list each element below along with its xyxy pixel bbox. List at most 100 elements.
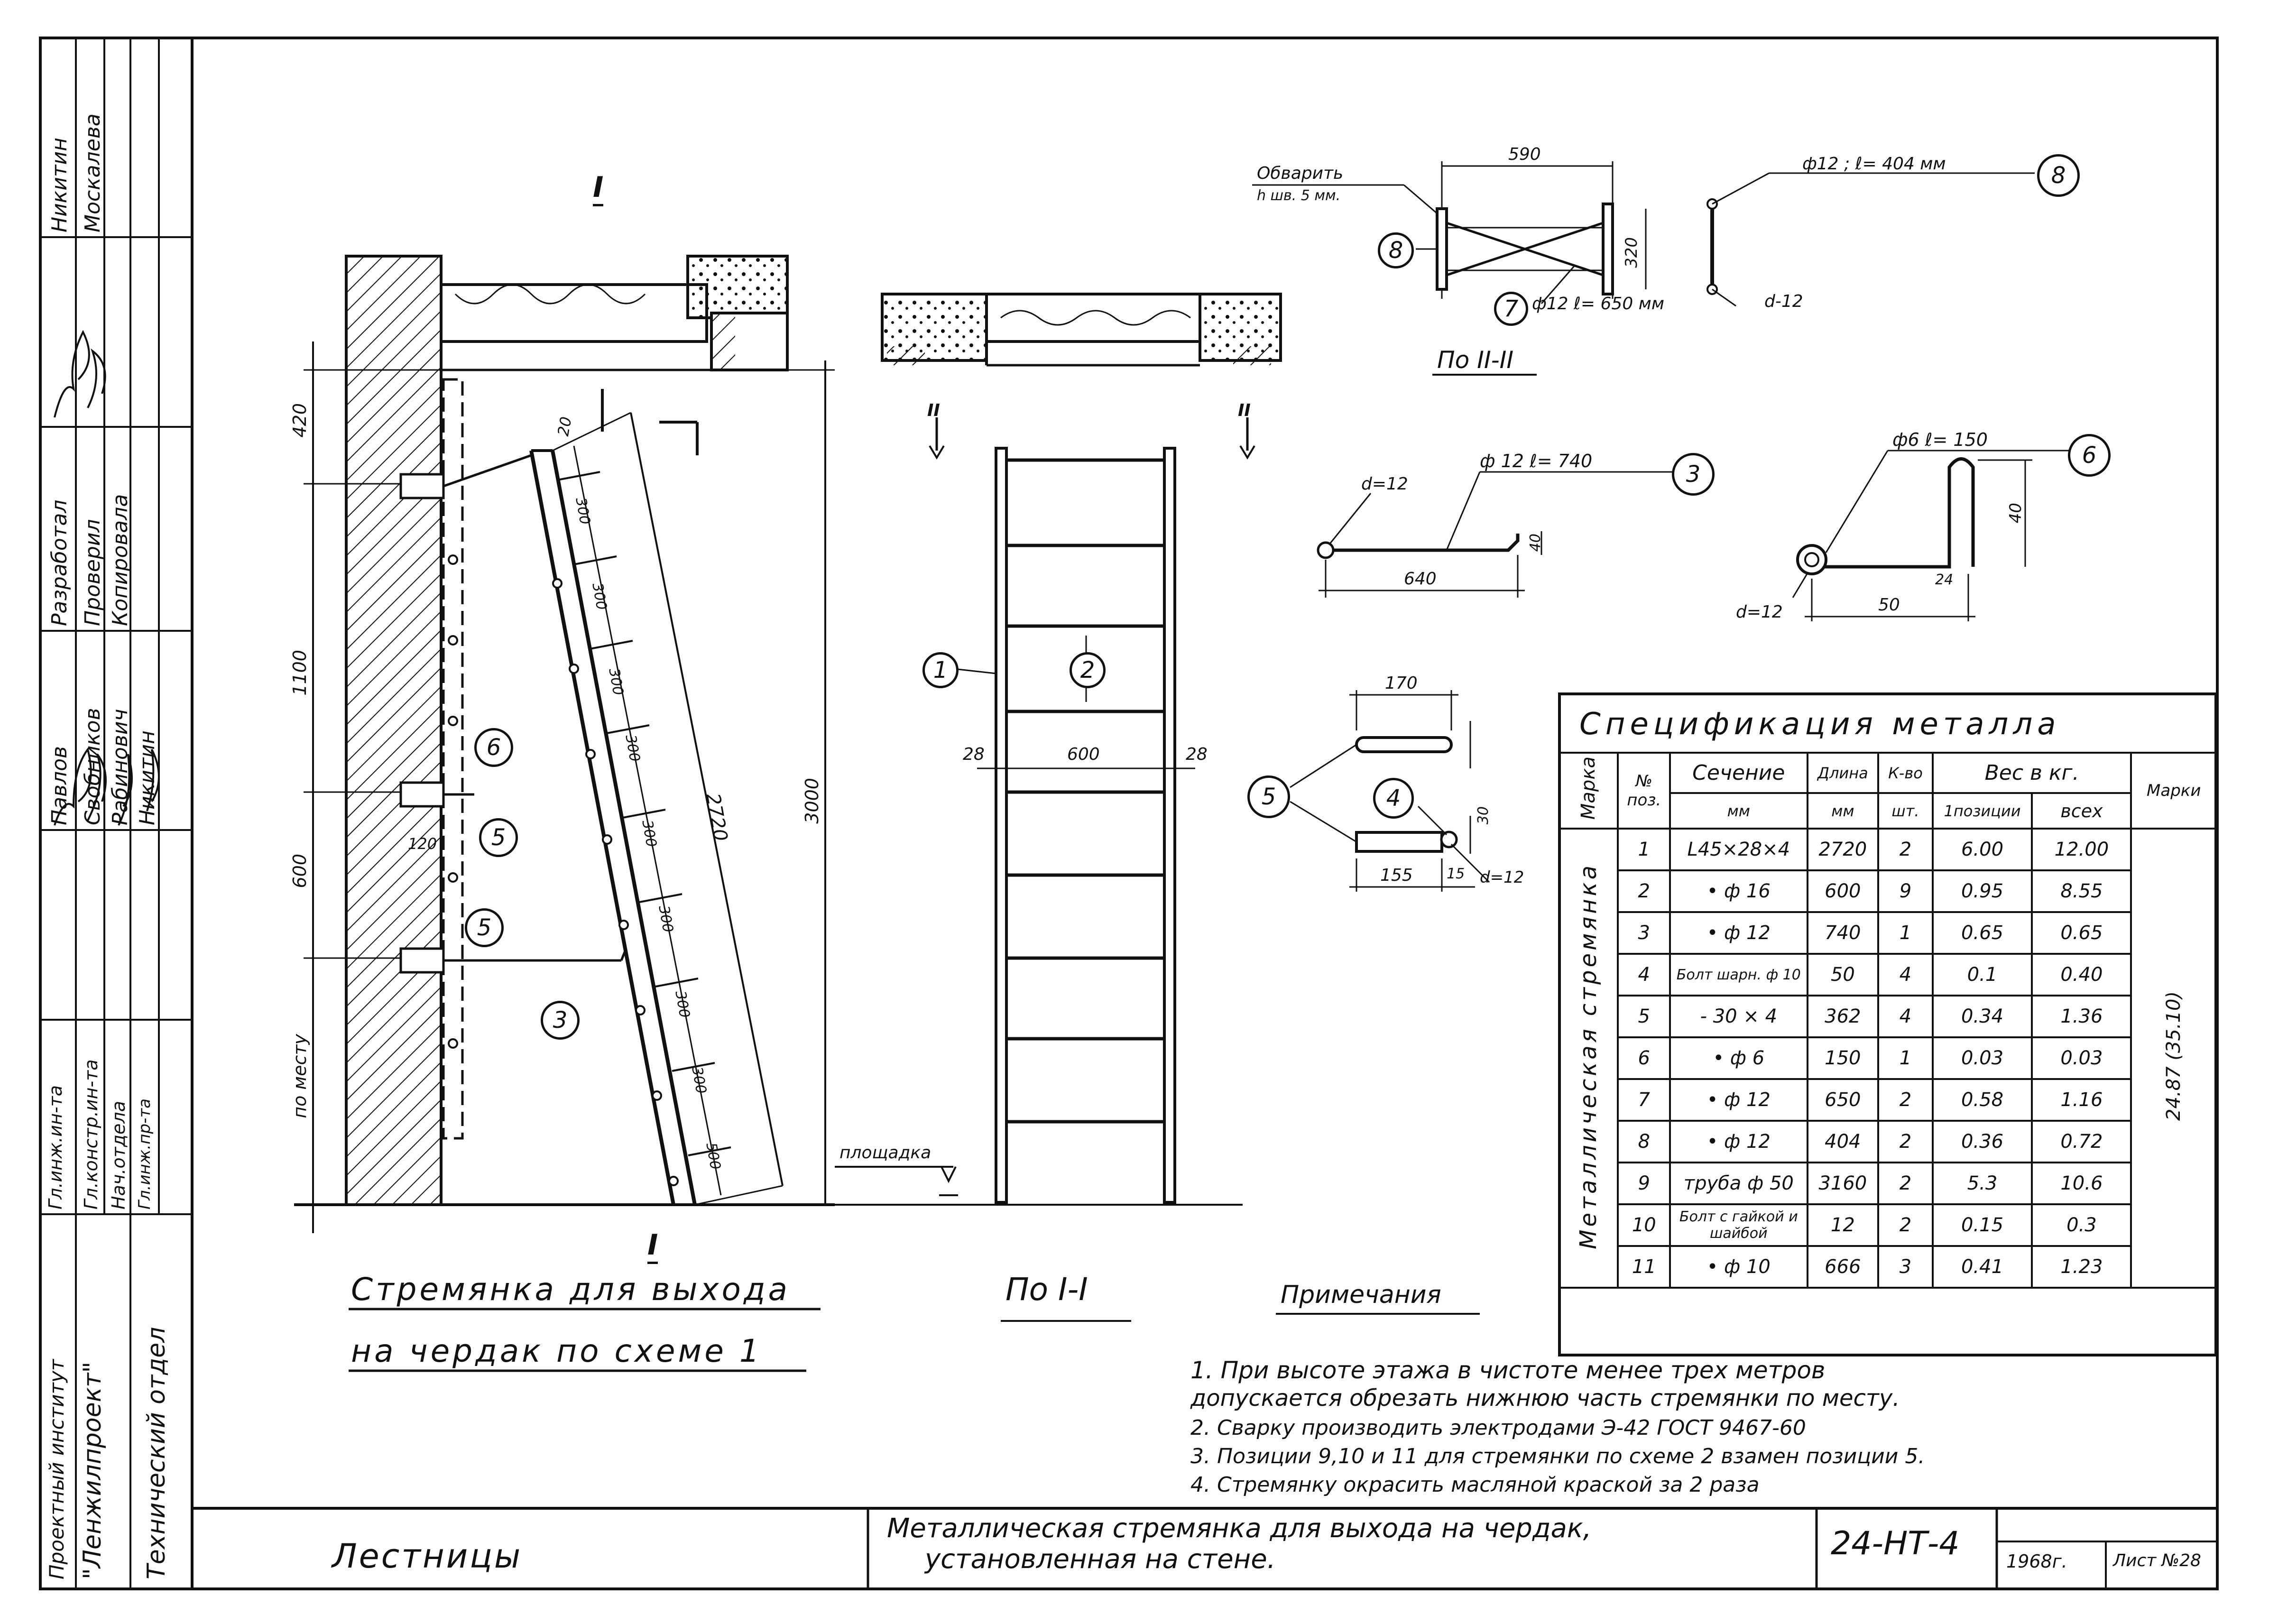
spec-weight-all: 1.16 <box>2031 1078 2132 1122</box>
callout-7: 7 <box>1494 292 1528 326</box>
weld-size-label: h шв. 5 мм. <box>1257 187 1341 204</box>
dim-640: 640 <box>1404 569 1437 589</box>
dim-170: 170 <box>1385 674 1418 693</box>
spec-section: • ф 10 <box>1669 1245 1808 1289</box>
hdr-marki: Марки <box>2130 752 2217 830</box>
spec-weight-one: 0.1 <box>1931 953 2033 997</box>
spec-length: 3160 <box>1806 1162 1880 1205</box>
spec-length: 362 <box>1806 995 1880 1038</box>
spec-weight-one: 0.95 <box>1931 869 2033 913</box>
dim-590: 590 <box>1508 145 1541 164</box>
dim-120: 120 <box>408 835 437 853</box>
left-title-2: на чердак по схеме 1 <box>351 1333 762 1369</box>
titleblock-year: 1968г. <box>2006 1551 2067 1572</box>
hdr-mm2: мм <box>1806 792 1880 830</box>
dim-28-right: 28 <box>1186 745 1208 764</box>
dim-50: 50 <box>1878 595 1900 615</box>
spec-weight-one: 0.36 <box>1931 1120 2033 1163</box>
d12-top: d-12 <box>1764 292 1803 311</box>
spec-length: 650 <box>1806 1078 1880 1122</box>
hdr-1pos: 1позиции <box>1931 792 2033 830</box>
spec-pos: 3 <box>1617 911 1671 955</box>
spec-length: 12 <box>1806 1203 1880 1247</box>
dim-24: 24 <box>1935 572 1954 588</box>
dim-600-middle: 600 <box>1067 745 1100 764</box>
section-mark-bottom: I <box>647 1228 658 1264</box>
dim-15: 15 <box>1447 866 1465 882</box>
hdr-mm: мм <box>1669 792 1808 830</box>
callout-6-left: 6 <box>474 728 513 767</box>
spec-pos: 7 <box>1617 1078 1671 1122</box>
spec-qty: 2 <box>1877 1162 1934 1205</box>
callout-5-left-b: 5 <box>465 908 504 947</box>
spec-pos: 5 <box>1617 995 1671 1038</box>
spec-section: Болт шарн. ф 10 <box>1669 953 1808 997</box>
hdr-kvo: К-во <box>1877 752 1934 794</box>
ploshchadka-label: площадка <box>839 1143 932 1163</box>
hdr-sht: шт. <box>1877 792 1934 830</box>
note-line-5: 4. Стремянку окрасить масляной краской з… <box>1190 1473 1760 1497</box>
callout-3-left: 3 <box>541 1001 580 1040</box>
d12-pos3: d=12 <box>1361 474 1408 494</box>
spec-section: - 30 × 4 <box>1669 995 1808 1038</box>
spec-pos: 9 <box>1617 1162 1671 1205</box>
spec-weight-all: 1.23 <box>2031 1245 2132 1289</box>
spec-weight-one: 0.15 <box>1931 1203 2033 1247</box>
spec-qty: 3 <box>1877 1245 1934 1289</box>
spec-qty: 1 <box>1877 1036 1934 1080</box>
left-title-1: Стремянка для выхода <box>351 1271 790 1308</box>
spec-section: • ф 12 <box>1669 911 1808 955</box>
dim-420: 420 <box>289 403 310 438</box>
spec-weight-all: 0.65 <box>2031 911 2132 955</box>
dim-40-pos3: 40 <box>1527 534 1544 552</box>
dim-3000: 3000 <box>802 778 822 824</box>
hdr-ves: Вес в кг. <box>1931 752 2132 794</box>
spec-weight-all: 0.40 <box>2031 953 2132 997</box>
spec-weight-all: 10.6 <box>2031 1162 2132 1205</box>
spec-qty: 1 <box>1877 911 1934 955</box>
middle-caption: По I-I <box>1005 1271 1088 1308</box>
spec-length: 666 <box>1806 1245 1880 1289</box>
top-caption: По II-II <box>1437 346 1514 374</box>
stamp-name2-1: Никитин <box>47 138 72 232</box>
spec-section: • ф 12 <box>1669 1078 1808 1122</box>
stamp-dept: Технический отдел <box>142 1327 171 1579</box>
spec-pos: 8 <box>1617 1120 1671 1163</box>
titleblock-desc-1: Металлическая стремянка для выхода на че… <box>887 1513 1592 1544</box>
spec-weight-one: 0.03 <box>1931 1036 2033 1080</box>
hdr-marka: Марка <box>1558 752 1619 830</box>
dim-28-left: 28 <box>963 745 985 764</box>
spec-weight-one: 0.58 <box>1931 1078 2033 1122</box>
ceiling-slab <box>440 283 708 343</box>
d12-pos6: d=12 <box>1736 602 1783 622</box>
stamp-org: "Ленжилпроект" <box>78 1361 107 1579</box>
spec-length: 150 <box>1806 1036 1880 1080</box>
spec-qty: 9 <box>1877 869 1934 913</box>
callout-1-middle: 1 <box>922 652 959 688</box>
callout-4-detail: 4 <box>1373 778 1414 819</box>
spec-length: 50 <box>1806 953 1880 997</box>
obvarit-label: Обварить <box>1257 164 1344 183</box>
hdr-dlina: Длина <box>1806 752 1880 794</box>
titleblock-code: 24-НТ-4 <box>1831 1525 1960 1562</box>
spec-pos: 1 <box>1617 828 1671 871</box>
note-line-1: 1. При высоте этажа в чистоте менее трех… <box>1190 1356 1826 1384</box>
spec-weight-one: 0.34 <box>1931 995 2033 1038</box>
wall-hatch <box>345 255 443 1206</box>
callout-5-left-a: 5 <box>479 818 518 857</box>
callout-8-a: 8 <box>1378 232 1414 268</box>
callout-6-detail: 6 <box>2068 434 2111 477</box>
callout-5-detail: 5 <box>1247 775 1290 818</box>
spec-length: 740 <box>1806 911 1880 955</box>
dim-155: 155 <box>1380 866 1413 885</box>
note-line-3: 2. Сварку производить электродами Э-42 Г… <box>1190 1416 1806 1440</box>
